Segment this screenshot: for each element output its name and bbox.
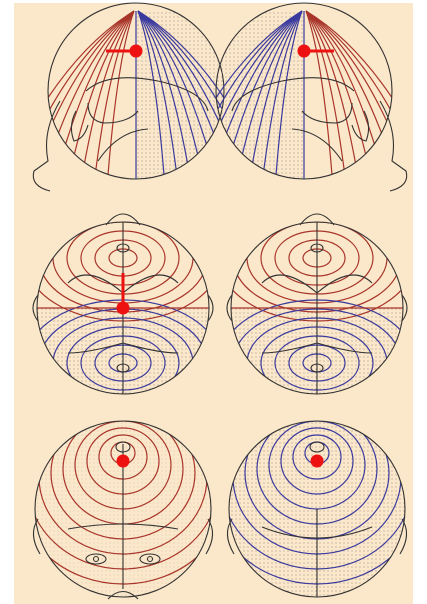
head-map-line [306, 11, 427, 201]
dipole-front-view [117, 455, 130, 468]
lateral-left-view [28, 11, 218, 193]
head-map-line [352, 111, 369, 141]
top-view-radial-dipole [28, 203, 218, 398]
head-map-svg [28, 11, 218, 193]
head-map-svg [28, 203, 218, 398]
dipole-left-lateral [130, 45, 143, 58]
head-map-line [306, 11, 348, 201]
head-map-line [306, 11, 390, 201]
head-map-line [204, 11, 304, 193]
head-map-line [71, 111, 88, 141]
head-map-line [0, 11, 134, 201]
head-map-line [306, 11, 427, 201]
head-map-svg [222, 409, 412, 604]
dipole-top-view [117, 302, 130, 315]
head-map-line [106, 11, 134, 201]
head-map-line [50, 11, 134, 201]
figure-canvas [14, 3, 413, 604]
back-view-blue-map [222, 409, 412, 604]
head-map-line [22, 11, 134, 201]
head-map-line [306, 11, 376, 201]
head-map-line [306, 11, 334, 201]
head-map-line [92, 11, 134, 201]
lateral-right-view [222, 11, 412, 193]
front-view-red-map [28, 409, 218, 604]
head-map-svg [28, 409, 218, 604]
head-map-line [306, 11, 418, 201]
dipole-right-lateral [298, 45, 311, 58]
head-map-line [64, 11, 134, 201]
head-map-svg [222, 11, 412, 193]
head-map-svg [222, 203, 412, 398]
dipole-back-view [311, 455, 324, 468]
top-view-no-dipole [222, 203, 412, 398]
